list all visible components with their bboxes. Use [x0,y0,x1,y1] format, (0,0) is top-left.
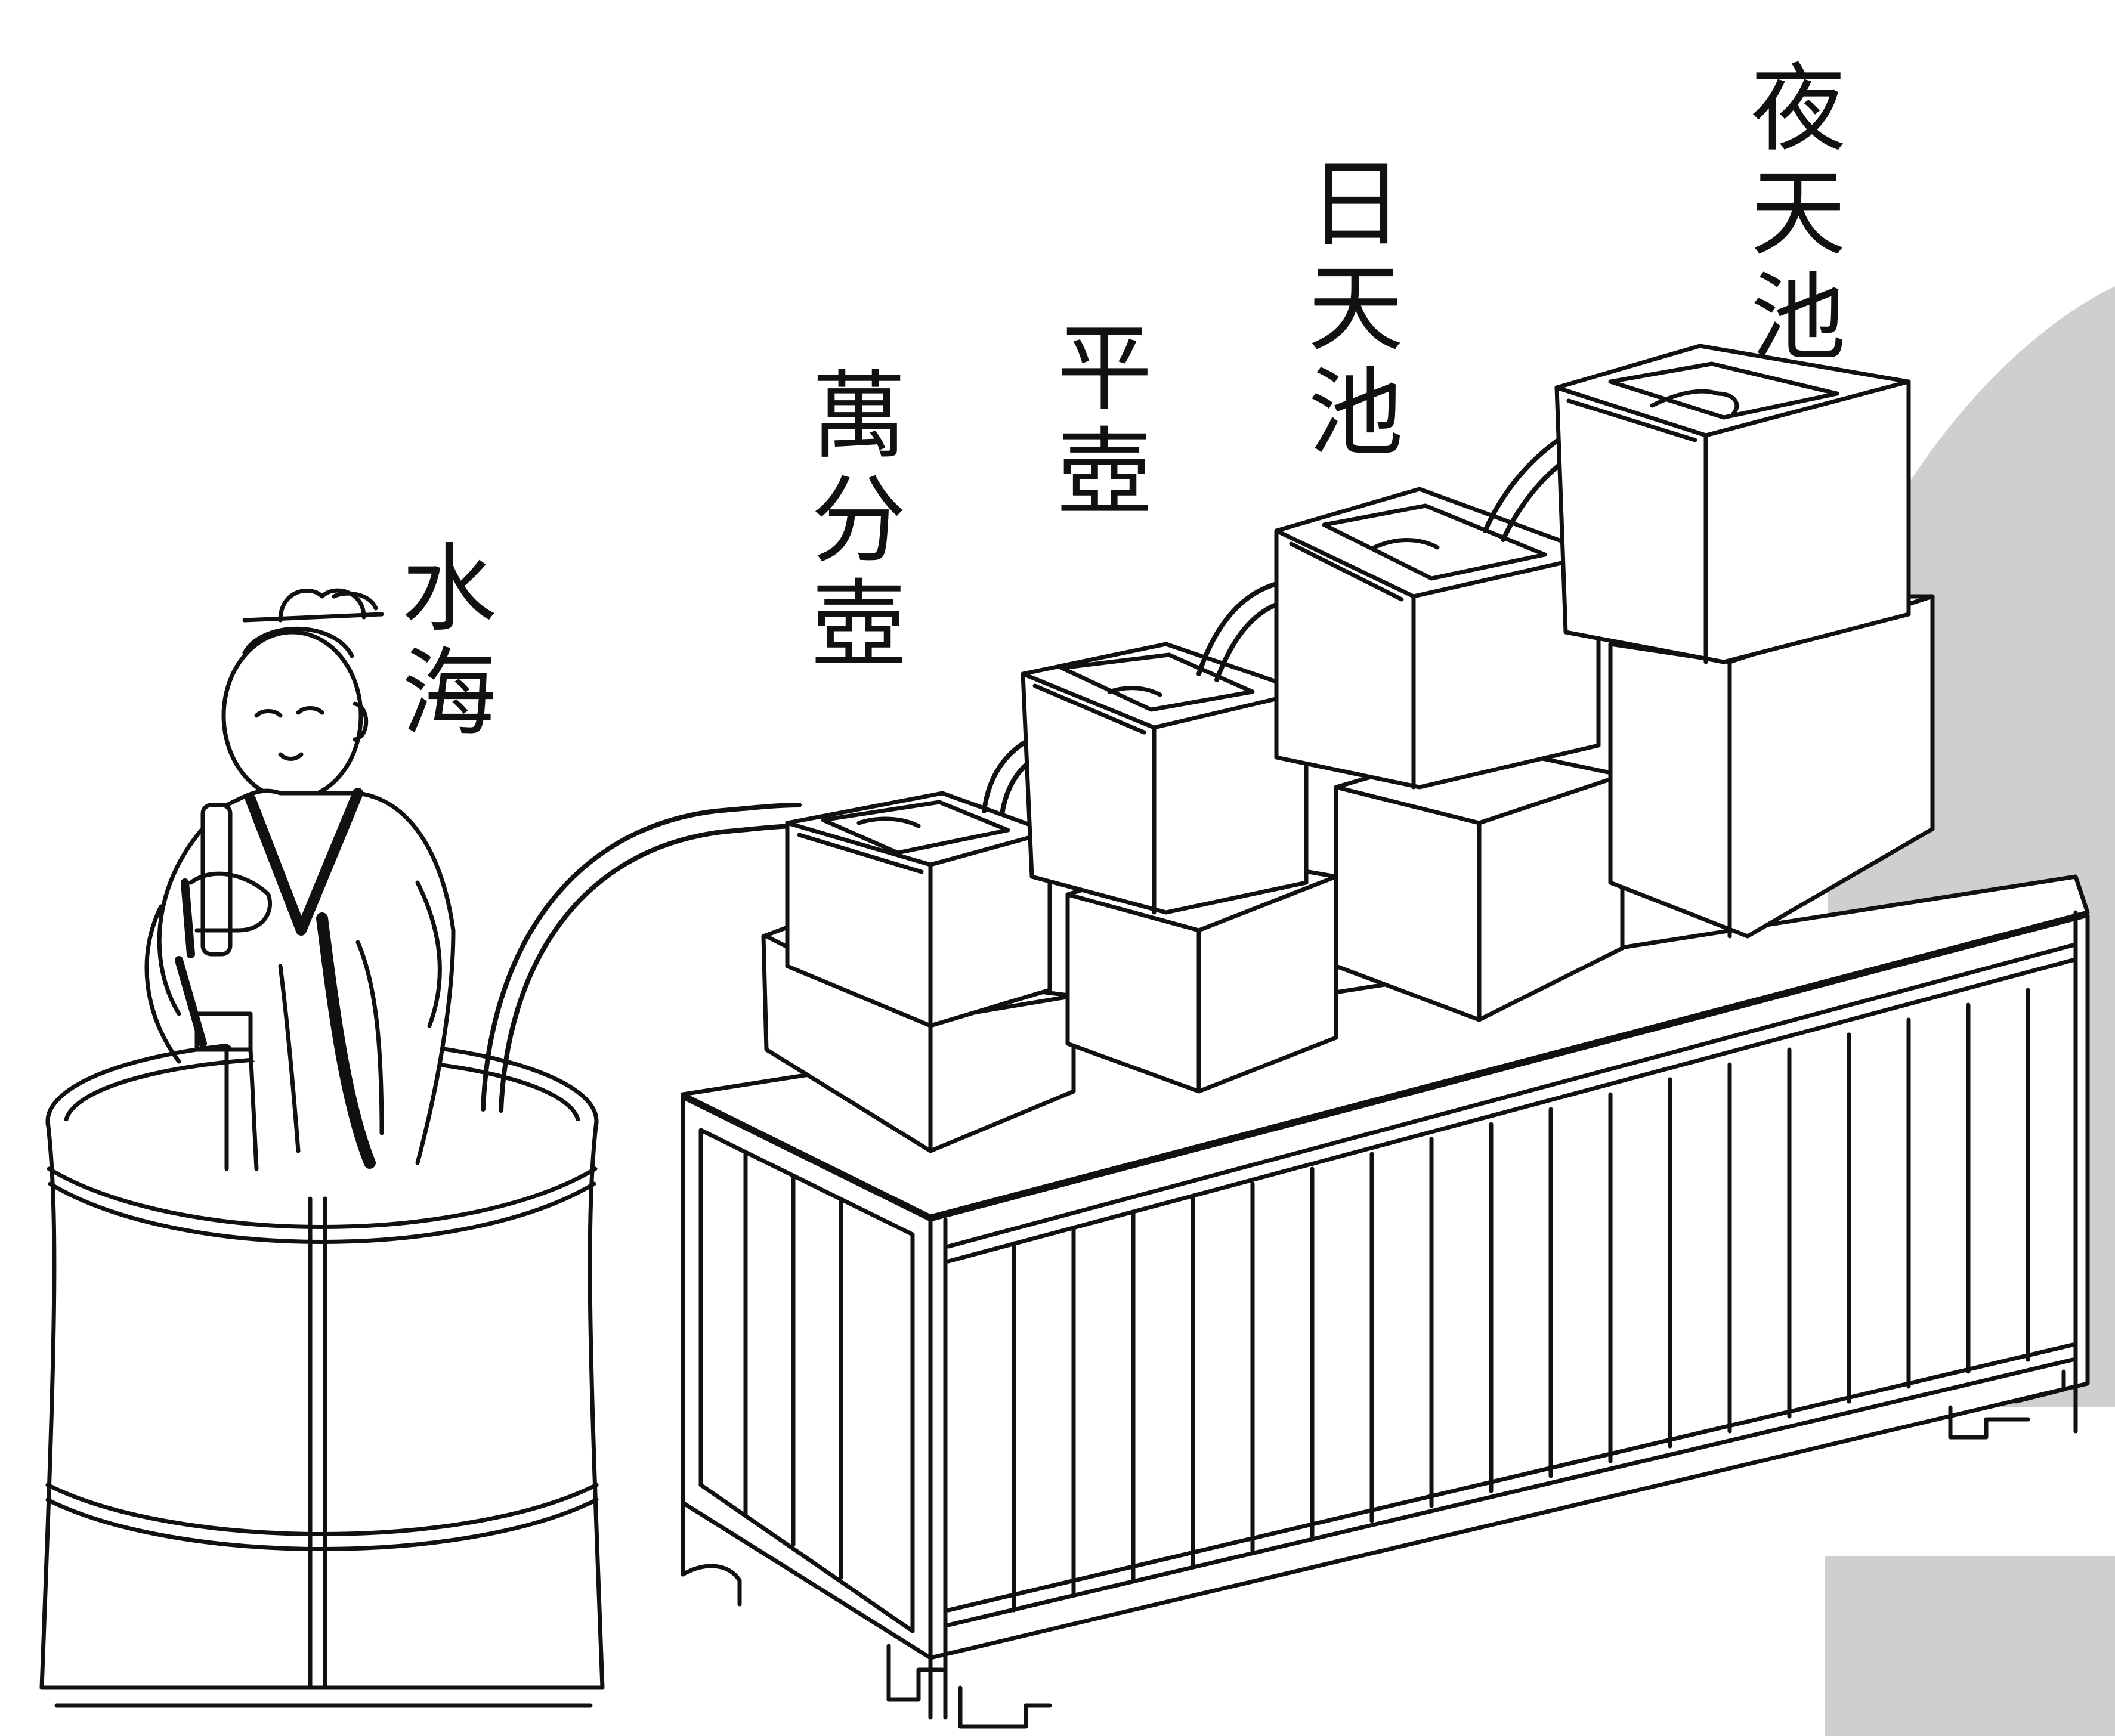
label-day-heaven-pool: 日天池 [1307,148,1403,469]
figure-in-tub [144,588,456,1171]
pipe-v2-v3 [1196,579,1291,676]
vessel-night-heaven-pool [1554,344,1935,939]
water-sea-tub [39,1038,605,1708]
label-night-heaven-pool: 夜天池 [1750,53,1846,373]
pipe-sea-to-vessel [481,803,802,1113]
table [681,874,2090,1729]
label-ten-thousand-divide-vessel: 萬分壺 [811,360,907,680]
label-level-vessel: 平壺 [1056,312,1152,528]
label-water-sea: 水海 [401,533,497,749]
scan-shadow-lower [1825,1556,2115,1736]
vessel-day-heaven-pool [1274,487,1625,1022]
vessel-level [1021,642,1338,1094]
